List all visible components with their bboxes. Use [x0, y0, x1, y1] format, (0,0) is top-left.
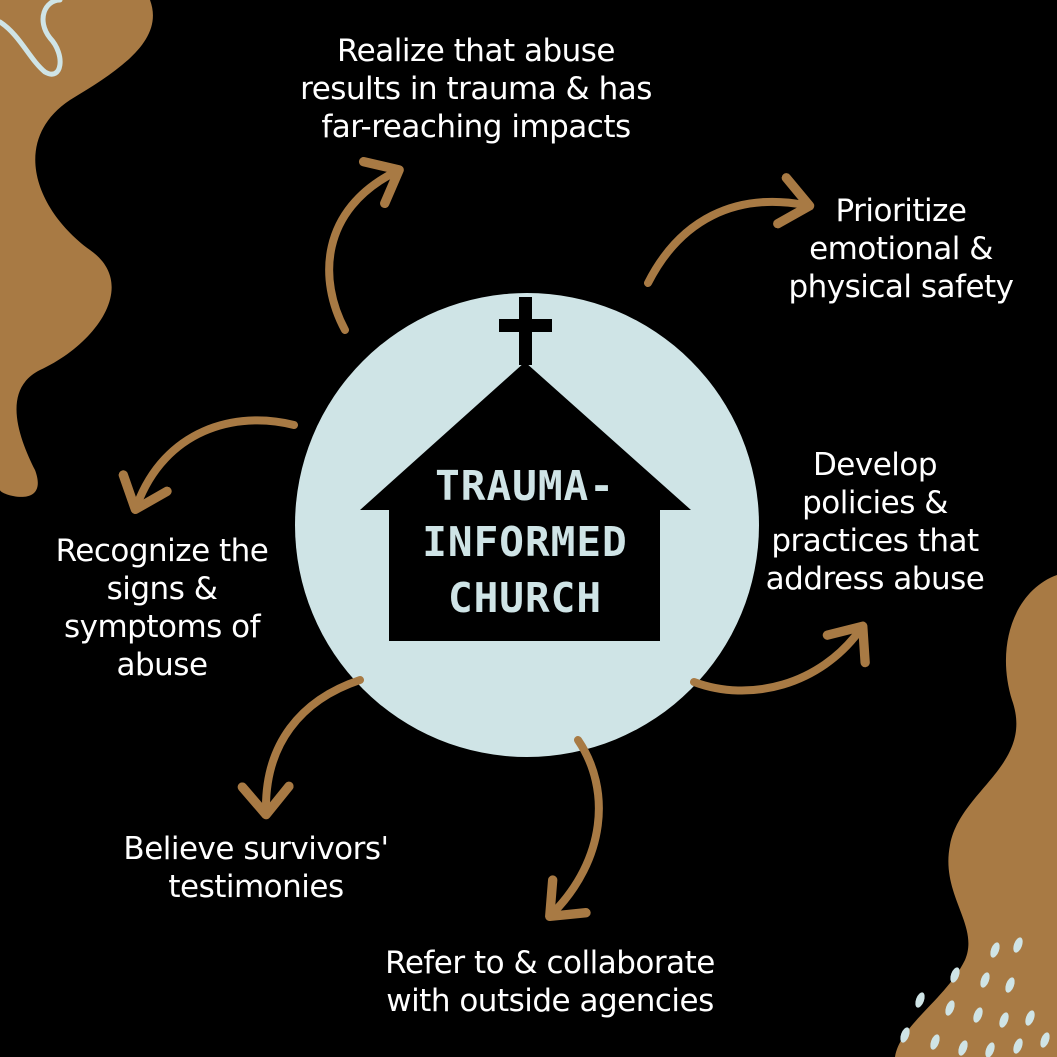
arrow-to-prioritize	[644, 173, 815, 287]
right-wave-decoration	[895, 575, 1057, 1057]
step-believe: Believe survivors' testimonies	[123, 831, 389, 905]
step-prioritize: Prioritize emotional & physical safety	[788, 193, 1014, 305]
squiggle-line-decoration	[0, 0, 63, 77]
step-realize: Realize that abuse results in trauma & h…	[300, 33, 652, 145]
step-develop: Develop policies & practices that addres…	[765, 447, 985, 597]
step-recognize: Recognize the signs & symptoms of abuse	[55, 533, 269, 683]
church-title: TRAUMA- INFORMED CHURCH	[422, 462, 628, 622]
left-wave-decoration	[0, 0, 153, 497]
arrow-to-recognize	[118, 416, 298, 515]
step-refer: Refer to & collaborate with outside agen…	[385, 945, 715, 1019]
arrow-to-realize	[325, 157, 404, 334]
arrow-to-refer	[545, 736, 603, 921]
church-icon	[360, 297, 691, 641]
arrow-to-develop	[690, 621, 870, 695]
arrow-to-believe	[237, 676, 364, 820]
dots-decoration	[900, 937, 1050, 1057]
